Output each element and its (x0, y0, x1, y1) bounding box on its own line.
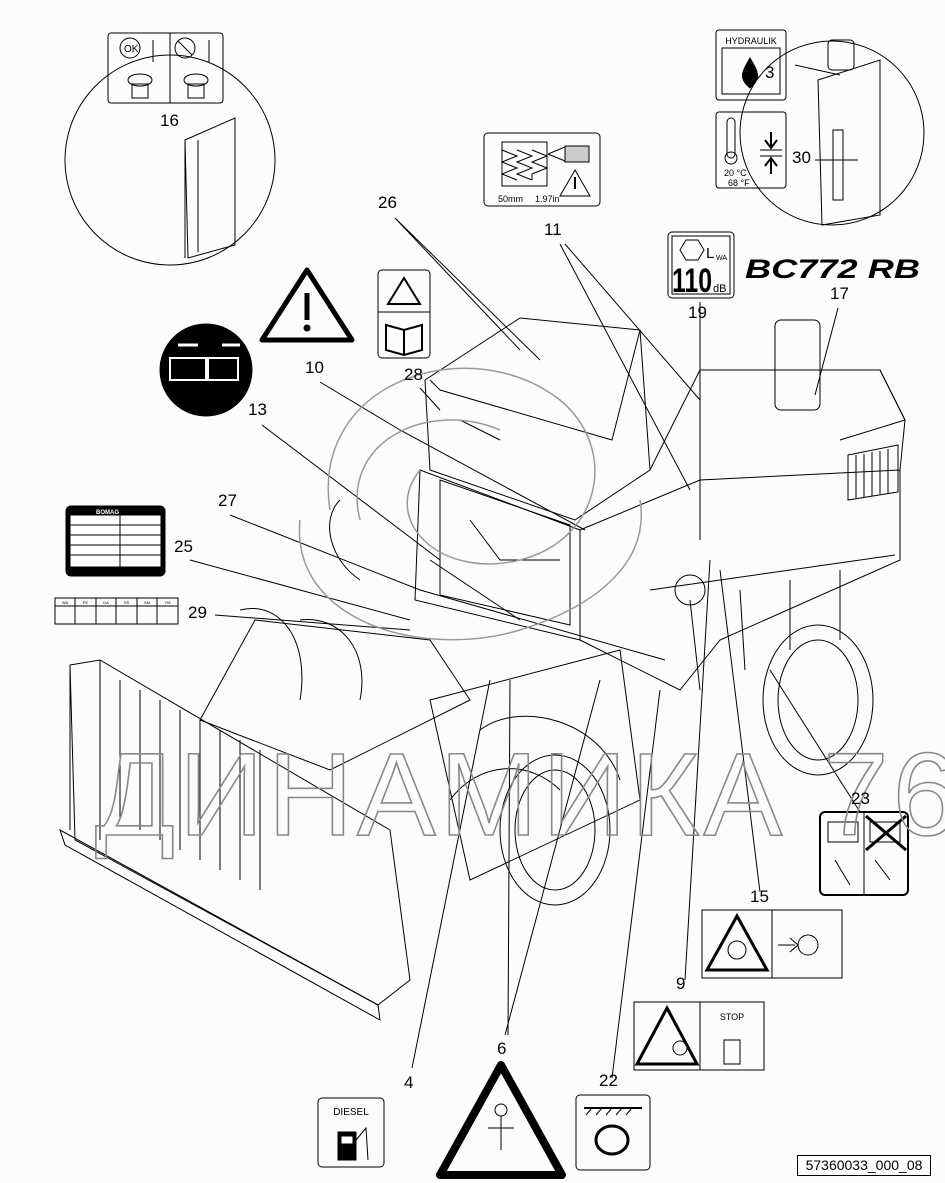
temp-f-text: 68 °F (728, 178, 750, 188)
ok-text: OK (124, 44, 139, 55)
callout-30: 30 (792, 148, 811, 167)
sound-level-text: 110 (672, 262, 712, 300)
detail-circle-3-30 (739, 40, 925, 226)
distance-in-text: 1.97in (535, 194, 560, 204)
callout-4: 4 (404, 1073, 414, 1092)
hydraulik-text: HYDRAULIK (725, 36, 777, 46)
callout-9: 9 (676, 974, 686, 993)
table-header-cell: SS (124, 600, 130, 605)
watermark-text: ДИНАМИКА 76 (95, 729, 945, 861)
callout-28: 28 (404, 365, 423, 384)
table-header-cell: SM (144, 600, 150, 605)
callout-10: 10 (305, 358, 324, 377)
callout-16: 16 (160, 111, 179, 130)
callout-11: 11 (544, 220, 562, 239)
compactor-machine (59, 317, 906, 1021)
decal-ok (107, 32, 224, 104)
callout-19: 19 (688, 303, 707, 322)
table-header-cell: YM (165, 600, 171, 605)
sound-unit-text: dB (713, 283, 726, 295)
callout-13: 13 (248, 400, 267, 419)
sound-sub-text: WA (716, 255, 727, 262)
callout-15: 15 (750, 887, 769, 906)
temp-c-text: 20 °C (724, 168, 747, 178)
table-header-cell: DA (103, 600, 109, 605)
callout-17: 17 (830, 284, 849, 303)
table-header-cell: WA (62, 600, 69, 605)
callout-27: 27 (218, 491, 237, 510)
diesel-text: DIESEL (333, 1107, 369, 1118)
plate-brand-text: BOMAG (96, 510, 119, 516)
table-headers: WA PK DA SS SM YM (62, 600, 171, 605)
callout-3: 3 (765, 63, 775, 82)
callout-26: 26 (378, 193, 397, 212)
distance-mm-text: 50mm (498, 194, 523, 204)
callout-25: 25 (174, 537, 193, 556)
table-header-cell: PK (83, 600, 89, 605)
callout-22: 22 (599, 1071, 618, 1090)
model-decal-text: BC772 RB (745, 254, 920, 284)
callout-23: 23 (851, 789, 870, 808)
drawing-number: 57360033_000_08 (797, 1155, 931, 1176)
sound-symbol-text: L (706, 245, 714, 262)
stop-text: STOP (720, 1012, 744, 1022)
callout-6: 6 (497, 1039, 507, 1058)
callout-29: 29 (188, 603, 207, 622)
